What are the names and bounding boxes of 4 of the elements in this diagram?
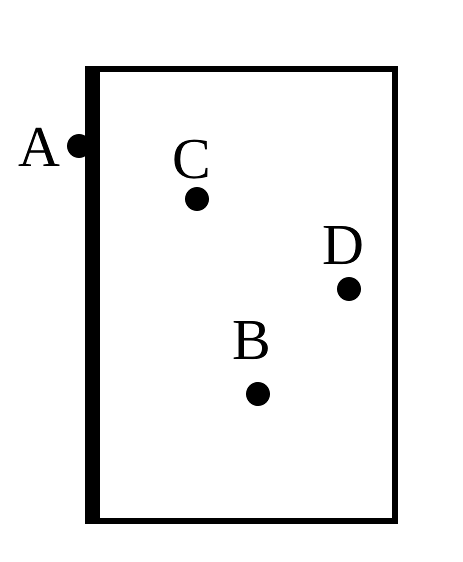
point-label: B [232,311,271,369]
point-label: D [322,216,364,274]
point-label: A [18,118,60,176]
point-label: C [172,130,211,188]
